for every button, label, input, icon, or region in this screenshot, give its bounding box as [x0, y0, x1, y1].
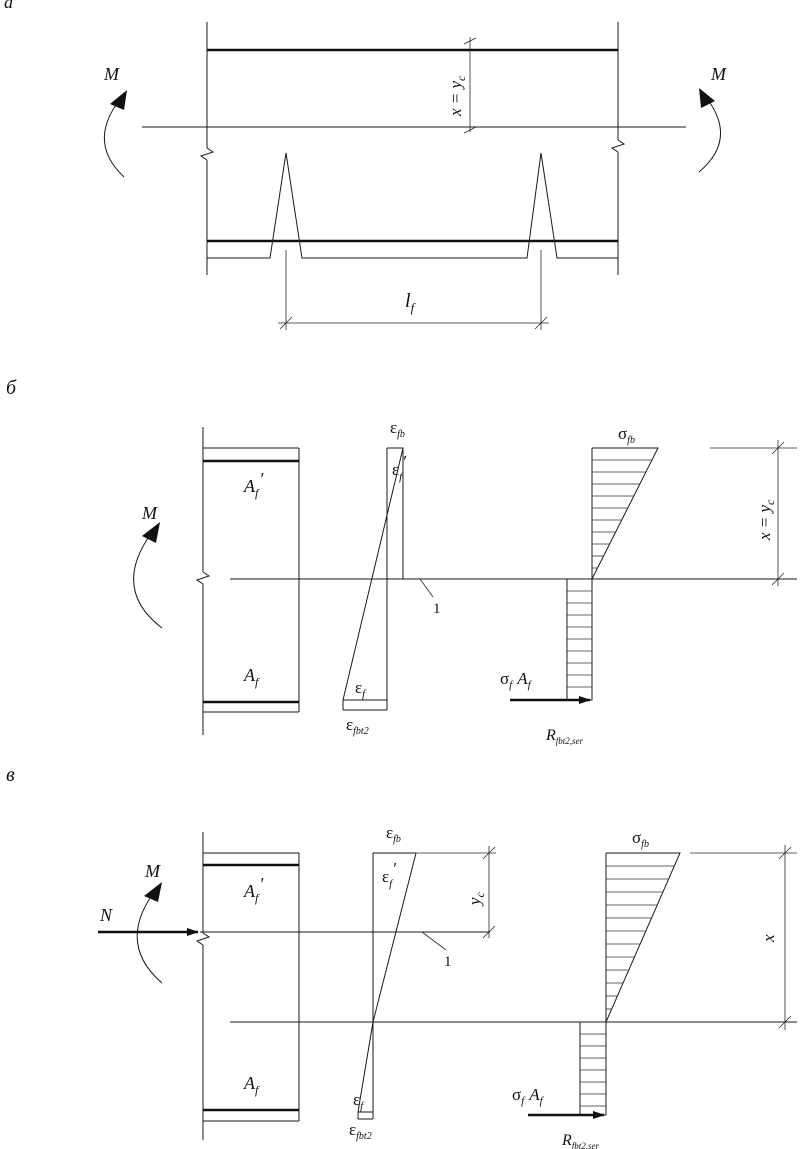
eps-fbt2-b: εfbt2	[346, 715, 369, 737]
moment-arrowhead-right	[699, 88, 715, 108]
area-bottom-c: Af	[243, 1073, 260, 1097]
leader-line-1-c	[421, 931, 447, 951]
eps-f-prime-c: εf′	[382, 859, 396, 890]
strain-slope-line	[342, 447, 404, 701]
section-break-b	[195, 571, 211, 585]
stress-hatch-top-c	[606, 865, 674, 1010]
moment-arrowhead-left	[110, 90, 127, 110]
r-label-b: Rfbt2,ser	[545, 727, 584, 746]
strain-slope-bottom-c	[357, 1021, 374, 1113]
r-label-c: Rfbt2,ser	[561, 1132, 600, 1149]
stress-hatch-bottom-b	[567, 590, 592, 688]
moment-arrowhead-c	[144, 882, 162, 902]
depth-tick-bottom-b	[771, 572, 785, 586]
stress-hatch-bottom-c	[580, 1033, 606, 1107]
moment-arrow-left	[104, 101, 125, 178]
leader-label-1-b: 1	[433, 601, 441, 617]
eps-fb-b: εfb	[390, 418, 405, 440]
yc-tick-top	[482, 846, 496, 860]
span-tick-left	[279, 316, 293, 330]
eps-f-b: εf	[355, 678, 367, 700]
stress-rect-c	[579, 1021, 607, 1116]
moment-arrow-c	[136, 894, 163, 984]
depth-tick-bottom	[463, 126, 477, 134]
stress-triangle-b	[591, 447, 659, 580]
moment-label-right: M	[710, 64, 727, 84]
x-label-c: x	[759, 934, 778, 943]
moment-label-c: M	[144, 861, 161, 881]
span-tick-right	[534, 316, 548, 330]
stress-hatch-top-b	[592, 459, 652, 569]
depth-label-b: x = yc	[755, 499, 777, 541]
strain-slope-top-c	[372, 852, 417, 1023]
panel-b: б Af′ Af M εfb εf′ εf εfbt2 1	[6, 377, 797, 746]
panel-a-letter: а	[4, 0, 13, 12]
break-mark-left	[199, 147, 215, 161]
crack-profile	[207, 152, 618, 259]
section-break-c	[195, 932, 211, 946]
yc-tick-bottom	[482, 925, 496, 939]
moment-label-left: M	[103, 64, 120, 84]
panel-b-letter: б	[6, 377, 17, 399]
moment-arrow-right	[698, 99, 721, 173]
yc-label-c: yc	[465, 891, 487, 907]
panel-c-letter: в	[6, 764, 15, 786]
eps-f-prime-b: εf′	[392, 452, 406, 483]
eps-fbt2-c: εfbt2	[349, 1120, 372, 1142]
moment-arrow-b	[133, 534, 163, 629]
break-mark-right	[610, 139, 626, 153]
sigma-fb-b: σfb	[618, 424, 635, 446]
sigma-fb-c: σfb	[632, 828, 649, 850]
eps-fb-c: εfb	[386, 823, 401, 845]
axial-force-label: N	[99, 905, 113, 925]
span-label: lf	[405, 290, 417, 315]
eps-f-c: εf	[353, 1090, 365, 1112]
panel-a: а x = yc lf M M	[4, 0, 727, 330]
area-top-c: Af′	[243, 874, 264, 905]
x-tick-bottom	[778, 1015, 792, 1029]
stress-rect-b	[566, 578, 593, 701]
area-bottom-b: Af	[243, 665, 260, 689]
leader-line-1-b	[419, 578, 434, 598]
moment-label-b: M	[141, 503, 158, 523]
area-top-b: Af′	[243, 469, 264, 500]
stress-triangle-c	[605, 852, 681, 1023]
leader-label-1-c: 1	[444, 954, 452, 970]
moment-arrowhead-b	[142, 522, 160, 543]
depth-label-a: x = yc	[446, 75, 468, 117]
depth-tick-top-b	[771, 441, 785, 455]
depth-tick-top	[463, 37, 477, 45]
panel-c: в Af′ Af N M εfb εf′ εf εfbt2	[6, 764, 797, 1149]
x-tick-top	[778, 846, 792, 860]
